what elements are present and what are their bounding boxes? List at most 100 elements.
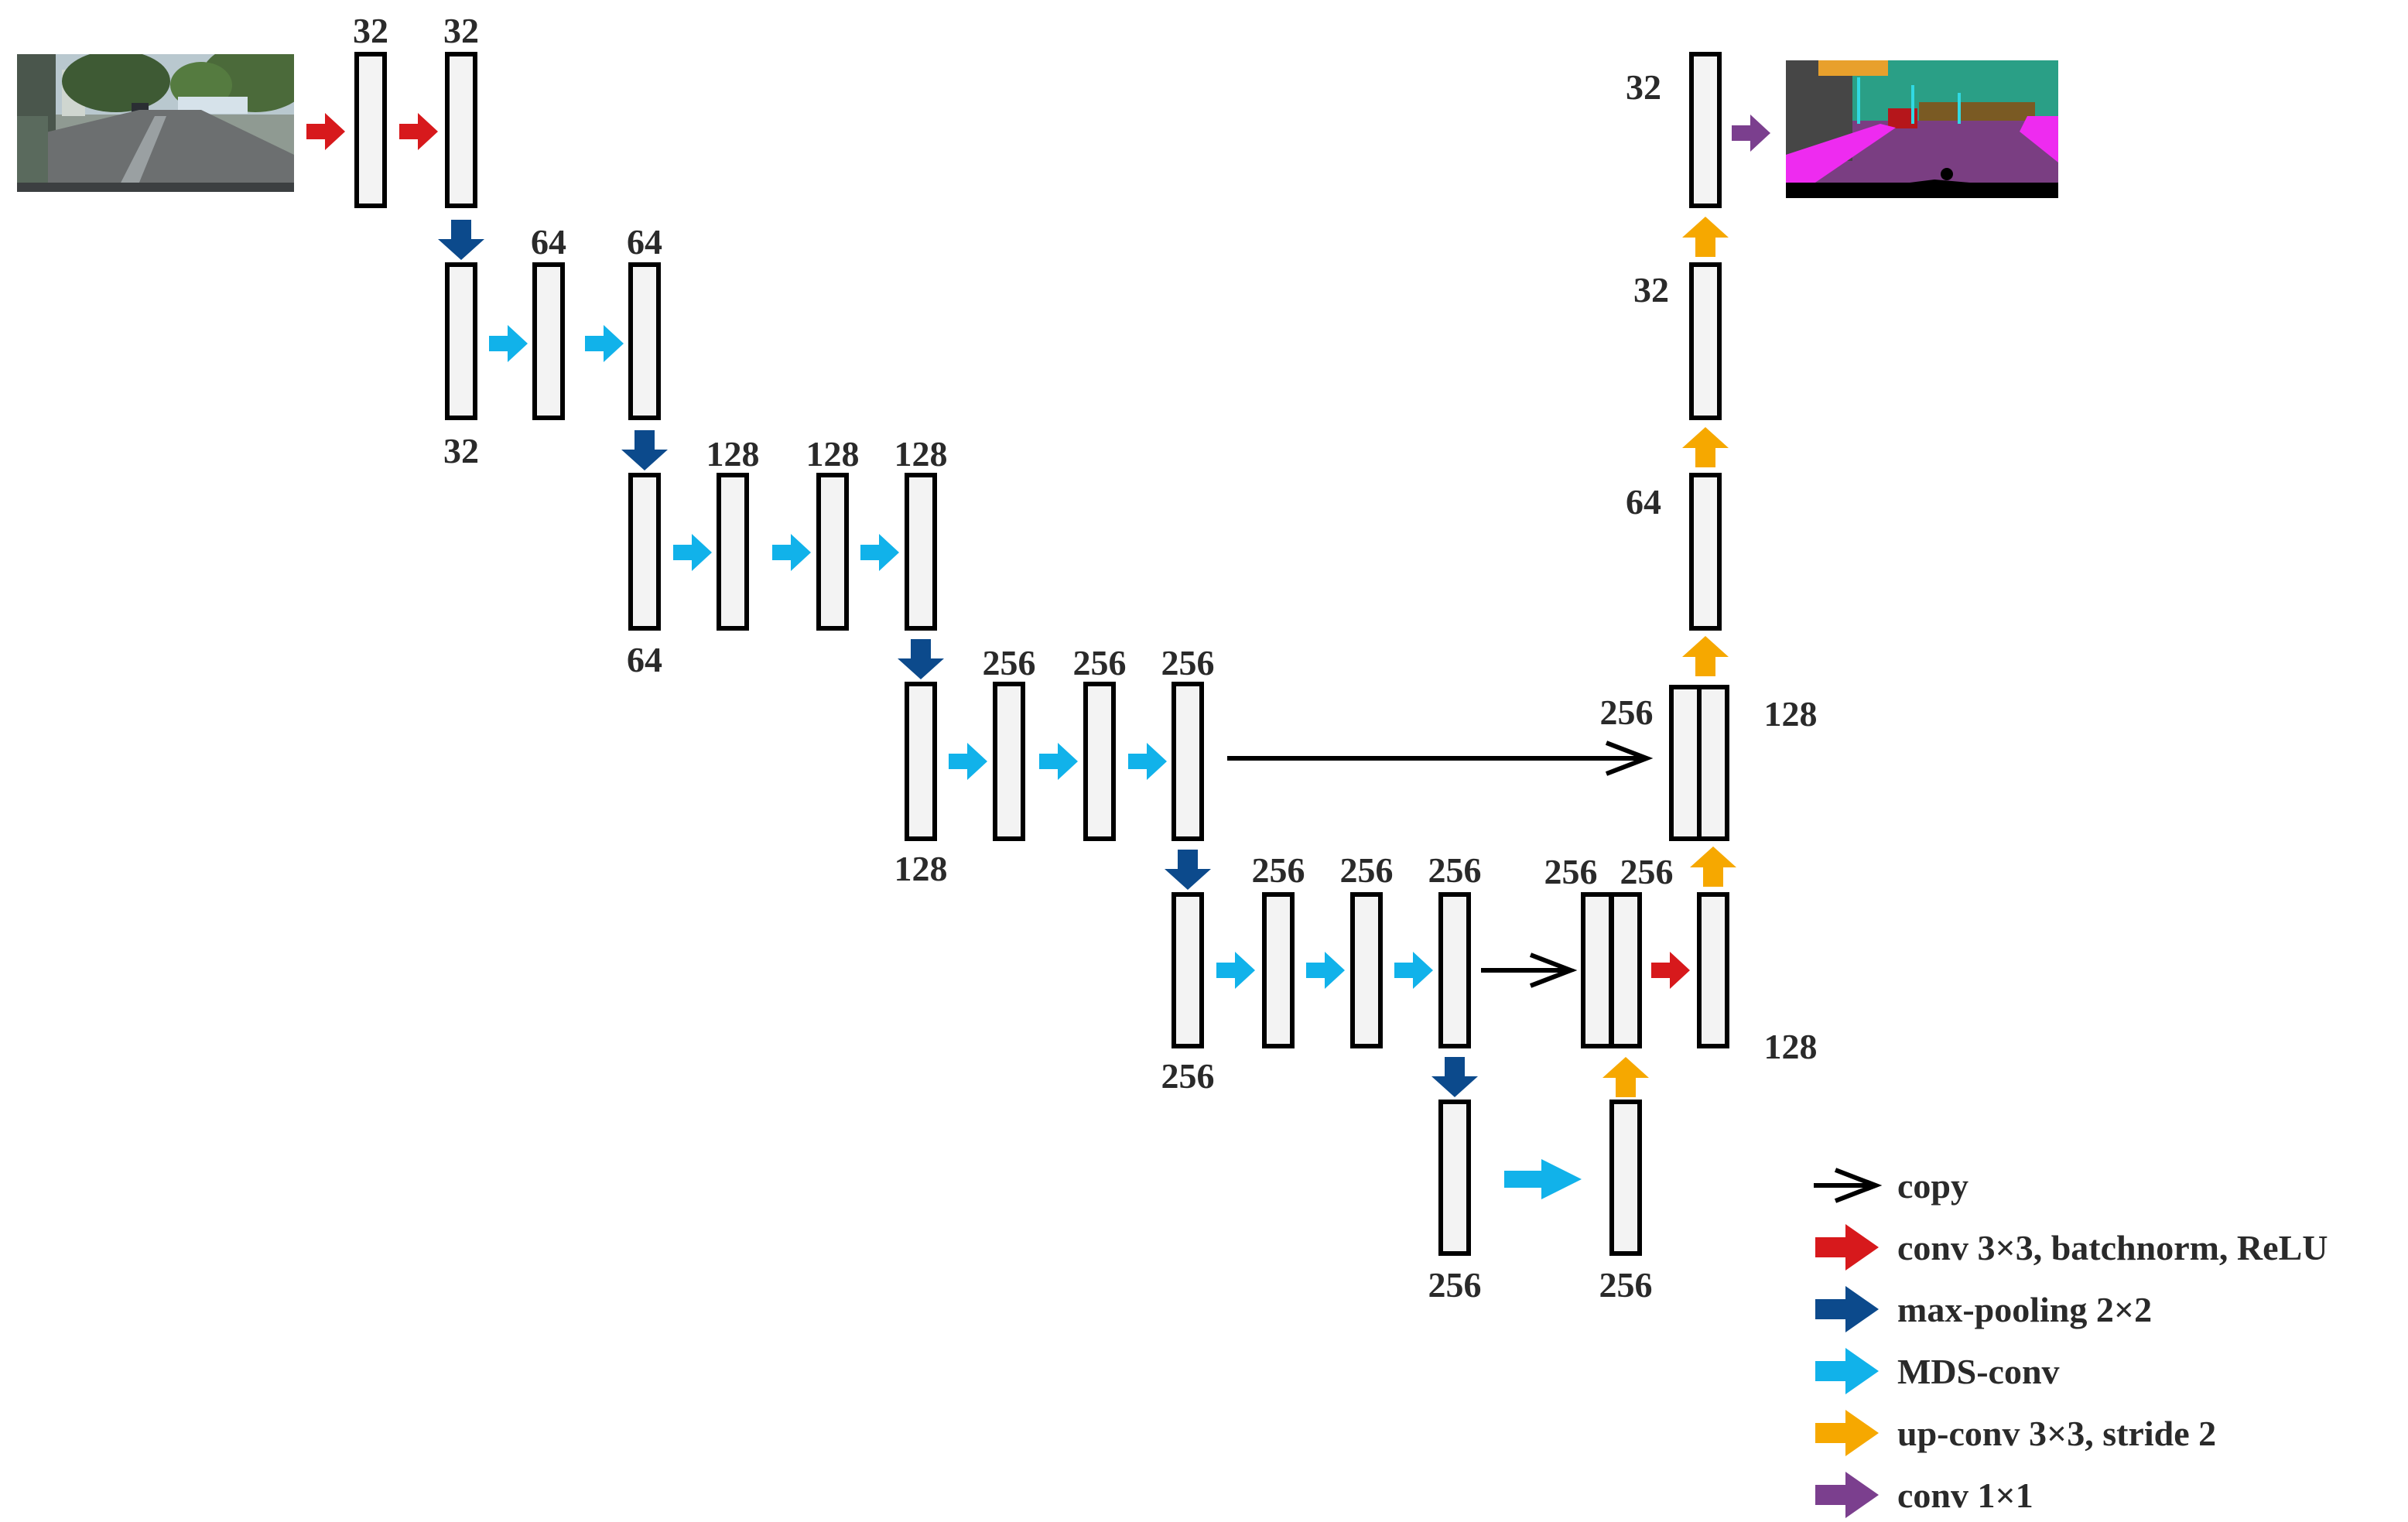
label-l1-top-2: 32 bbox=[443, 11, 479, 50]
block-l5-2 bbox=[1262, 892, 1295, 1048]
label-d1-left: 32 bbox=[1626, 67, 1661, 107]
block-l4-3 bbox=[1083, 682, 1116, 841]
legend-label-copy: copy bbox=[1897, 1166, 1968, 1206]
maxpool-arrow bbox=[1431, 1057, 1478, 1097]
maxpool-arrow bbox=[438, 220, 484, 260]
block-l4-4 bbox=[1172, 682, 1204, 841]
block-l5-1 bbox=[1172, 892, 1204, 1048]
label-d4-left: 256 bbox=[1600, 693, 1654, 732]
output-segmentation-image bbox=[1786, 60, 2058, 198]
mdsconv-arrow bbox=[585, 325, 624, 362]
mdsconv-arrow bbox=[1306, 952, 1345, 989]
mdsconv-arrow bbox=[1039, 743, 1078, 780]
upconv-arrow bbox=[1682, 427, 1729, 467]
label-l3-top-3: 128 bbox=[894, 434, 948, 474]
conv3x3-arrow bbox=[399, 113, 438, 150]
label-l5-top-3: 256 bbox=[1428, 850, 1482, 890]
legend-arrow-maxpool bbox=[1815, 1286, 1879, 1332]
label-d4-right: 128 bbox=[1764, 694, 1818, 734]
legend: copy conv 3×3, batchnorm, ReLU max-pooli… bbox=[1814, 1166, 2328, 1518]
block-d5-concat-left bbox=[1581, 892, 1613, 1048]
legend-arrow-conv1x1 bbox=[1815, 1472, 1879, 1518]
mdsconv-arrow bbox=[860, 534, 899, 571]
block-l2-2 bbox=[532, 262, 565, 420]
upconv-arrow bbox=[1682, 217, 1729, 257]
block-l6-1 bbox=[1438, 1100, 1471, 1256]
label-l4-bottom: 128 bbox=[894, 849, 948, 888]
label-l6-bottom-left: 256 bbox=[1428, 1265, 1482, 1305]
block-l6-2 bbox=[1609, 1100, 1642, 1256]
block-l1-2 bbox=[445, 52, 477, 208]
copy-arrow bbox=[1227, 740, 1654, 776]
block-l4-1 bbox=[905, 682, 937, 841]
legend-label-maxpool: max-pooling 2×2 bbox=[1897, 1290, 2152, 1329]
block-l5-4 bbox=[1438, 892, 1471, 1048]
upconv-arrow bbox=[1682, 636, 1729, 676]
upconv-arrow bbox=[1690, 847, 1736, 887]
label-d3-left: 64 bbox=[1626, 482, 1661, 522]
mdsconv-arrow bbox=[772, 534, 811, 571]
label-l3-top-2: 128 bbox=[806, 434, 860, 474]
input-image bbox=[17, 54, 294, 192]
mdsconv-arrow bbox=[1394, 952, 1433, 989]
label-l5-top-2: 256 bbox=[1340, 850, 1394, 890]
block-d3 bbox=[1689, 473, 1722, 631]
conv3x3-arrow bbox=[1651, 952, 1690, 989]
legend-arrow-mdsconv bbox=[1815, 1348, 1879, 1394]
label-l3-top-1: 128 bbox=[706, 434, 760, 474]
block-d5-concat-right bbox=[1609, 892, 1642, 1048]
label-d2-left: 32 bbox=[1633, 270, 1669, 310]
legend-arrow-upconv bbox=[1815, 1410, 1879, 1456]
label-l2-bottom: 32 bbox=[443, 431, 479, 470]
block-d4-concat-left bbox=[1669, 685, 1702, 841]
label-l2-top-2: 64 bbox=[627, 222, 662, 262]
maxpool-arrow bbox=[621, 430, 668, 470]
label-l4-top-2: 256 bbox=[1073, 643, 1127, 682]
block-l5-3 bbox=[1350, 892, 1383, 1048]
legend-label-conv3x3: conv 3×3, batchnorm, ReLU bbox=[1897, 1228, 2328, 1267]
maxpool-arrow bbox=[898, 639, 944, 679]
label-l3-bottom: 64 bbox=[627, 640, 662, 679]
decoder bbox=[1581, 52, 1729, 1048]
label-l6-bottom-right: 256 bbox=[1599, 1265, 1653, 1305]
label-l4-top-3: 256 bbox=[1161, 643, 1215, 682]
block-l2-1 bbox=[445, 262, 477, 420]
legend-label-mdsconv: MDS-conv bbox=[1897, 1352, 2060, 1391]
label-l2-top-1: 64 bbox=[531, 222, 566, 262]
label-l1-top-1: 32 bbox=[353, 11, 388, 50]
mdsconv-arrow bbox=[489, 325, 528, 362]
legend-arrows bbox=[1814, 1168, 1883, 1518]
label-l5-bottom: 256 bbox=[1161, 1056, 1215, 1096]
block-l3-3 bbox=[816, 473, 849, 631]
label-d5-top-right: 256 bbox=[1620, 852, 1674, 891]
upconv-arrow bbox=[1602, 1057, 1649, 1097]
block-l2-3 bbox=[628, 262, 661, 420]
mdsconv-arrow bbox=[1128, 743, 1167, 780]
copy-arrow bbox=[1481, 953, 1578, 988]
conv3x3-arrow bbox=[306, 113, 345, 150]
label-l4-top-1: 256 bbox=[983, 643, 1036, 682]
block-l4-2 bbox=[993, 682, 1025, 841]
block-d4-concat-right bbox=[1697, 685, 1729, 841]
legend-arrow-copy bbox=[1814, 1168, 1883, 1203]
encoder bbox=[354, 52, 1642, 1256]
legend-label-conv1x1: conv 1×1 bbox=[1897, 1476, 2033, 1515]
block-d5-out bbox=[1697, 892, 1729, 1048]
mdsconv-arrow bbox=[1216, 952, 1255, 989]
block-l1-1 bbox=[354, 52, 387, 208]
block-l3-2 bbox=[717, 473, 749, 631]
label-d5-top-left: 256 bbox=[1544, 852, 1598, 891]
conv1x1-arrow bbox=[1732, 115, 1770, 152]
legend-arrow-conv3x3 bbox=[1815, 1224, 1879, 1271]
block-d2 bbox=[1689, 262, 1722, 420]
legend-label-upconv: up-conv 3×3, stride 2 bbox=[1897, 1414, 2216, 1453]
mdsconv-arrow bbox=[673, 534, 712, 571]
label-d5-right: 128 bbox=[1764, 1027, 1818, 1066]
maxpool-arrow bbox=[1165, 850, 1211, 890]
label-l5-top-1: 256 bbox=[1252, 850, 1305, 890]
arrow-layer bbox=[306, 113, 1770, 1199]
mdsconv-arrow bbox=[1504, 1159, 1582, 1199]
dimension-labels: 32 32 32 64 64 64 128 128 128 128 256 25… bbox=[353, 11, 1818, 1305]
mdsconv-arrow bbox=[949, 743, 987, 780]
